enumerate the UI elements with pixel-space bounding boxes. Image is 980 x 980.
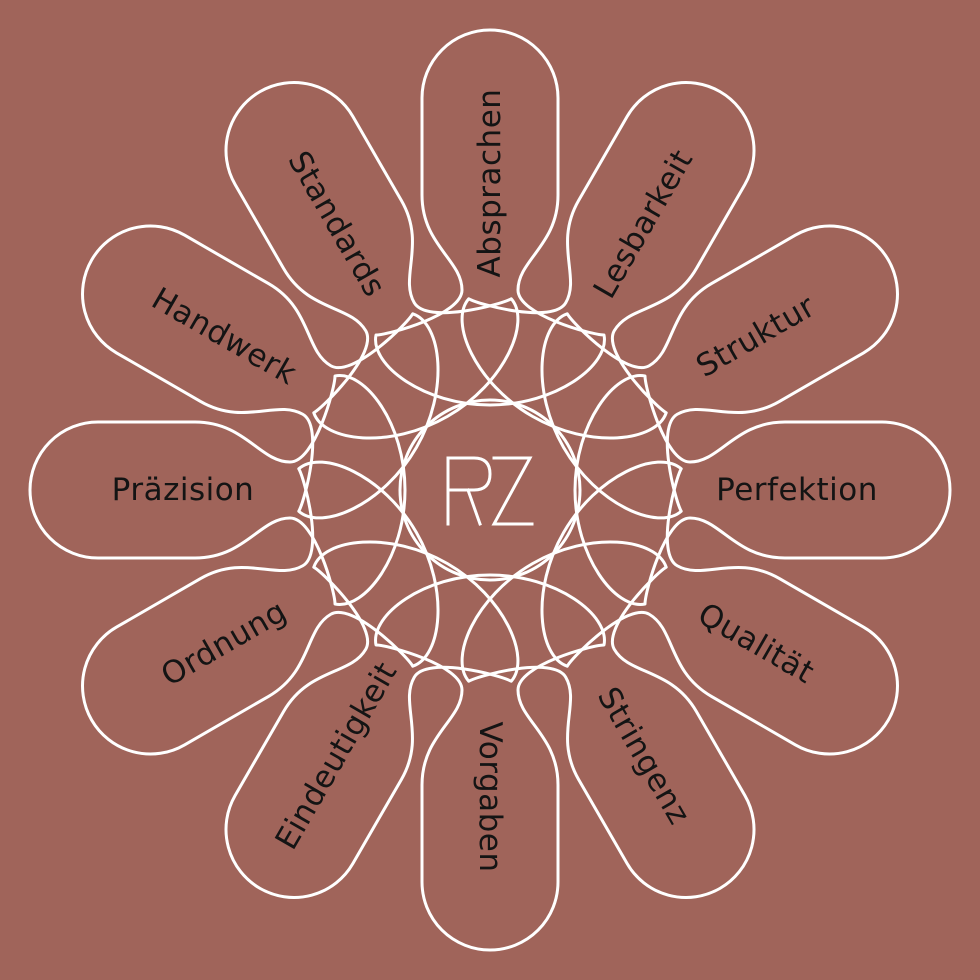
rz-logo: [446, 456, 534, 526]
petal-outline: [540, 460, 899, 756]
petal-outline: [224, 540, 520, 899]
petal-label-ordnung: Ordnung: [155, 593, 293, 693]
petal-label-qualität: Qualität: [692, 596, 820, 691]
center-emblem: [398, 398, 582, 582]
petal-label-handwerk: Handwerk: [145, 281, 302, 393]
petal-outline: [81, 460, 440, 756]
petal-outline: [460, 540, 756, 899]
petal-outline: [224, 81, 520, 440]
petal-label-stringenz: Stringenz: [590, 681, 697, 831]
petal-label-lesbarkeit: Lesbarkeit: [587, 144, 701, 305]
petal-label-vorgaben: Vorgaben: [472, 721, 508, 872]
petal-outline: [540, 224, 899, 520]
petal-outline: [374, 28, 606, 407]
petals-layer: [28, 28, 952, 952]
petal-label-eindeutigkeit: Eindeutigkeit: [268, 656, 404, 856]
petal-outline: [28, 374, 407, 606]
petal-label-absprachen: Absprachen: [472, 89, 508, 278]
petal-outline: [374, 573, 606, 952]
petal-label-perfektion: Perfektion: [716, 472, 878, 508]
petal-label-präzision: Präzision: [112, 472, 255, 508]
center-ring: [398, 398, 582, 582]
petal-label-standards: Standards: [280, 145, 392, 303]
petal-outline: [573, 374, 952, 606]
petal-label-struktur: Struktur: [690, 288, 821, 385]
